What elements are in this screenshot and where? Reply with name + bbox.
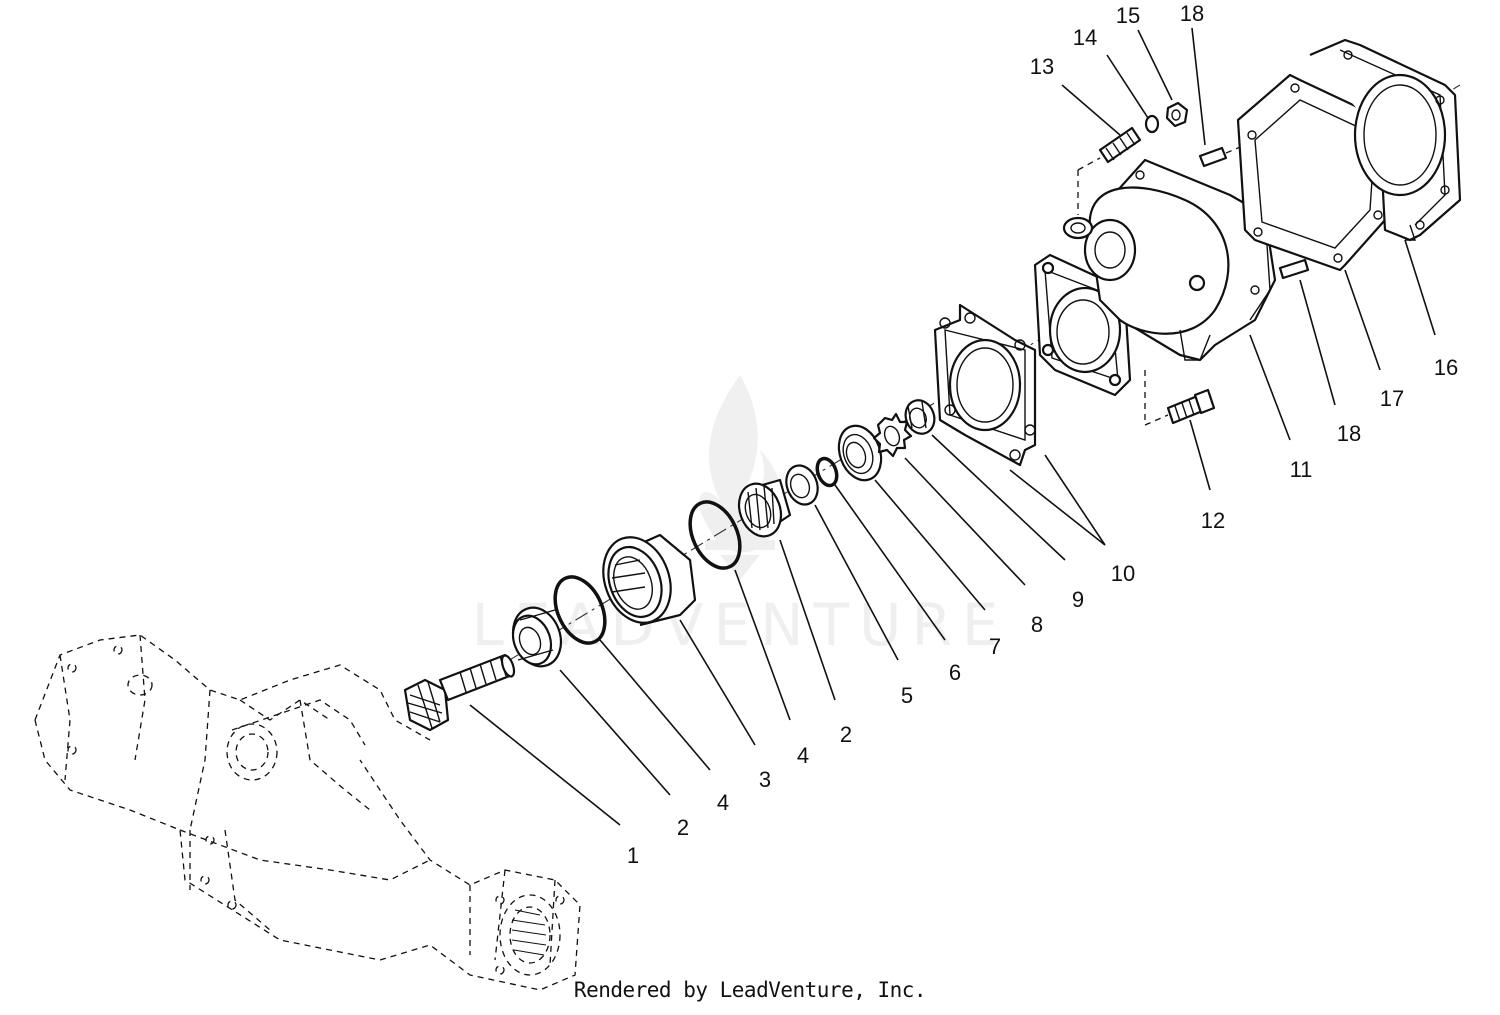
part-5-race: [785, 464, 819, 506]
callout-17: 17: [1380, 386, 1404, 411]
callout-14: 14: [1073, 25, 1097, 50]
part-9-nut: [904, 399, 936, 435]
part-18-dowel-pin-lower: [1278, 258, 1310, 280]
callout-9: 9: [1072, 587, 1084, 612]
callout-4: 4: [717, 790, 729, 815]
part-6-snap-ring: [815, 456, 839, 488]
render-credit: Rendered by LeadVenture, Inc.: [573, 978, 927, 1002]
part-8-lock-washer: [872, 412, 913, 458]
callout-5: 5: [901, 683, 913, 708]
part-16-end-cover: [1309, 38, 1462, 242]
callout-11: 11: [1290, 457, 1313, 482]
axle-housing: [34, 634, 581, 991]
part-10-gasket: [933, 303, 1037, 467]
callout-10: 10: [1111, 561, 1135, 586]
callout-18: 18: [1337, 421, 1361, 446]
part-13-stud: [1077, 126, 1142, 215]
callout-2: 2: [677, 815, 689, 840]
part-14-washer: [1144, 114, 1160, 134]
callout-15: 15: [1116, 3, 1140, 28]
callout-12: 12: [1201, 508, 1225, 533]
part-11-housing: [1062, 158, 1277, 362]
callout-7: 7: [989, 634, 1001, 659]
callout-8: 8: [1031, 612, 1043, 637]
part-4-o-ring-a: [553, 575, 607, 645]
leader-lines: [469, 27, 1436, 826]
callout-2: 2: [840, 722, 852, 747]
part-2-bearing-a: [511, 606, 563, 668]
part-15-nut: [1165, 101, 1189, 128]
callout-3: 3: [759, 767, 771, 792]
callout-6: 6: [949, 660, 961, 685]
callouts: 1 2 4 3 4 2 5 6 7 8 9 10 12 11 18 17 16 …: [627, 1, 1458, 868]
part-12-bolt: [1144, 370, 1216, 426]
callout-16: 16: [1434, 355, 1458, 380]
callout-13: 13: [1030, 54, 1054, 79]
part-1-pinion-shaft: [403, 653, 516, 732]
part-18-dowel-pin-upper: [1198, 142, 1251, 168]
part-3-bearing-carrier: [602, 533, 697, 627]
part-4-o-ring-b: [688, 500, 742, 570]
part-2-bearing-b: [737, 478, 792, 538]
callout-1: 1: [627, 843, 639, 868]
callout-4: 4: [797, 743, 809, 768]
callout-18: 18: [1180, 1, 1204, 26]
